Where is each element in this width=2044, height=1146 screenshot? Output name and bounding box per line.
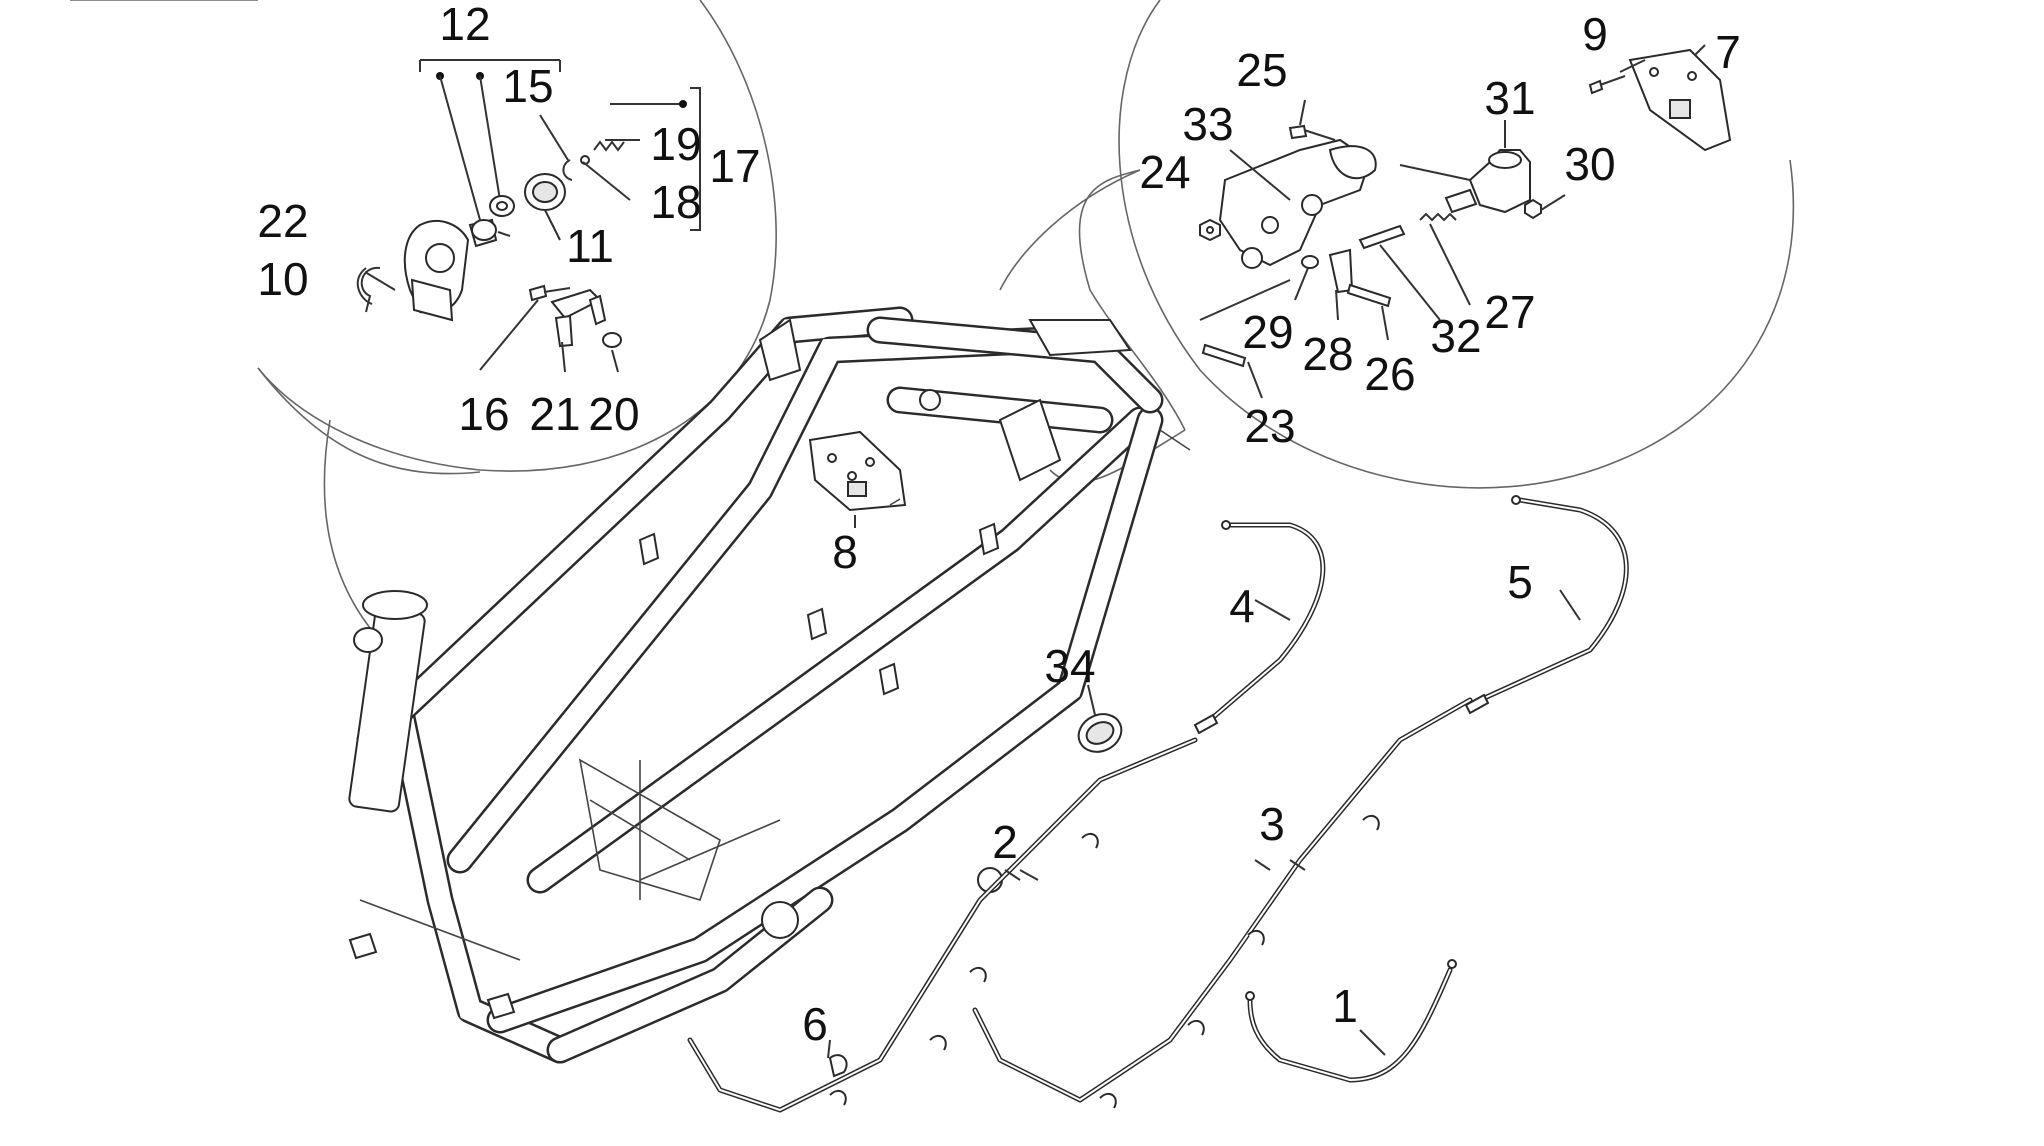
- right-detail-parts: [1199, 44, 1732, 399]
- cable-4: [1193, 520, 1326, 735]
- cable-3: [972, 697, 1473, 1109]
- callout-33: 33: [1182, 98, 1233, 150]
- callout-20: 20: [588, 388, 639, 440]
- callout-32: 32: [1430, 310, 1481, 362]
- callout-3: 3: [1259, 798, 1285, 850]
- callout-22: 22: [257, 195, 308, 247]
- callout-26: 26: [1364, 348, 1415, 400]
- left-detail-parts: [356, 59, 701, 373]
- scooter-frame: [348, 306, 1191, 1064]
- callout-18: 18: [650, 176, 701, 228]
- callout-21: 21: [529, 388, 580, 440]
- callout-15: 15: [502, 60, 553, 112]
- cable-2: [687, 737, 1198, 1113]
- part-6-clip: [828, 1054, 848, 1078]
- callout-34: 34: [1044, 640, 1095, 692]
- callout-2: 2: [992, 816, 1018, 868]
- callout-10: 10: [257, 253, 308, 305]
- callout-31: 31: [1484, 72, 1535, 124]
- callout-16: 16: [458, 388, 509, 440]
- callout-30: 30: [1564, 138, 1615, 190]
- cable-1: [1245, 959, 1457, 1083]
- callout-6: 6: [802, 998, 828, 1050]
- callout-9: 9: [1582, 8, 1608, 60]
- callout-19: 19: [650, 118, 701, 170]
- callout-23: 23: [1244, 400, 1295, 452]
- callout-7: 7: [1715, 26, 1741, 78]
- callout-29: 29: [1242, 306, 1293, 358]
- callout-5: 5: [1507, 556, 1533, 608]
- callout-17: 17: [709, 140, 760, 192]
- part-8-latch-plate: [808, 430, 907, 512]
- callout-4: 4: [1229, 580, 1255, 632]
- callout-1: 1: [1332, 980, 1358, 1032]
- leader-lines: [827, 59, 1646, 1059]
- detail-circle-left: [70, 0, 777, 629]
- callout-24: 24: [1139, 146, 1190, 198]
- part-34-ring: [1077, 684, 1123, 753]
- callout-28: 28: [1302, 328, 1353, 380]
- callout-27: 27: [1484, 286, 1535, 338]
- cable-5: [1464, 495, 1629, 715]
- callout-8: 8: [832, 526, 858, 578]
- callout-labels: 12 15 19 17 18 22 11 10 16 21 20 25 33 3…: [257, 0, 1740, 1050]
- callout-12: 12: [439, 0, 490, 50]
- callout-11: 11: [566, 220, 614, 272]
- callout-25: 25: [1236, 44, 1287, 96]
